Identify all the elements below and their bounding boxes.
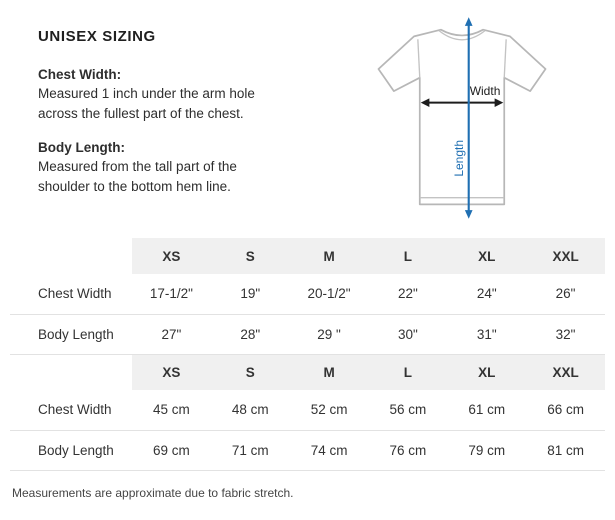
measurement-cell: 29 " bbox=[289, 314, 369, 355]
chest-width-heading: Chest Width: bbox=[38, 67, 122, 82]
tshirt-right-sleeve-seam bbox=[503, 39, 507, 78]
measurement-cell: 61 cm bbox=[447, 390, 527, 431]
measurement-cell: 69 cm bbox=[132, 430, 211, 471]
size-col-header: L bbox=[368, 238, 448, 274]
measurement-cell: 20-1/2" bbox=[289, 274, 369, 315]
table-row-body-length-cm: Body Length 69 cm 71 cm 74 cm 76 cm 79 c… bbox=[10, 430, 605, 471]
measurement-cell: 48 cm bbox=[210, 390, 290, 431]
header-corner-cell bbox=[10, 354, 132, 390]
measurement-cell: 26" bbox=[526, 274, 605, 315]
measurement-cell: 76 cm bbox=[368, 430, 448, 471]
length-label: Length bbox=[451, 140, 465, 177]
measurement-cell: 28" bbox=[210, 314, 290, 355]
measurement-cell: 17-1/2" bbox=[132, 274, 211, 315]
size-col-header: XXL bbox=[526, 238, 605, 274]
measurement-cell: 30" bbox=[368, 314, 448, 355]
size-col-header: L bbox=[368, 354, 448, 390]
tshirt-measurement-diagram: Width Length bbox=[308, 0, 615, 222]
size-header-row-inches: XS S M L XL XXL bbox=[10, 238, 605, 274]
tshirt-collar bbox=[438, 30, 485, 41]
sizing-intro: UNISEX SIZING Chest Width: Measured 1 in… bbox=[0, 0, 308, 222]
header-corner-cell bbox=[10, 238, 132, 274]
size-col-header: S bbox=[210, 238, 290, 274]
measurement-cell: 79 cm bbox=[447, 430, 527, 471]
measurement-cell: 66 cm bbox=[526, 390, 605, 431]
table-row-chest-width-inches: Chest Width 17-1/2" 19" 20-1/2" 22" 24" … bbox=[10, 274, 605, 315]
measurement-cell: 24" bbox=[447, 274, 527, 315]
size-col-header: M bbox=[289, 238, 369, 274]
measurement-cell: 52 cm bbox=[289, 390, 369, 431]
size-col-header: XL bbox=[447, 238, 527, 274]
tshirt-icon: Width Length bbox=[377, 17, 546, 219]
size-table: XS S M L XL XXL Chest Width 17-1/2" 19" … bbox=[10, 238, 605, 471]
tshirt-left-sleeve-seam bbox=[416, 39, 420, 78]
tshirt-outline bbox=[377, 28, 546, 206]
measurement-cell: 27" bbox=[132, 314, 211, 355]
measurement-cell: 45 cm bbox=[132, 390, 211, 431]
row-label: Body Length bbox=[10, 430, 132, 471]
measurement-cell: 19" bbox=[210, 274, 290, 315]
body-length-spec: Body Length: Measured from the tall part… bbox=[38, 140, 308, 196]
width-label: Width bbox=[469, 84, 500, 98]
size-col-header: XS bbox=[132, 238, 211, 274]
width-arrow-right-head bbox=[494, 98, 503, 107]
top-section: UNISEX SIZING Chest Width: Measured 1 in… bbox=[0, 0, 615, 222]
body-length-description: Measured from the tall part of the shoul… bbox=[38, 159, 237, 194]
size-col-header: XS bbox=[132, 354, 211, 390]
measurement-cell: 74 cm bbox=[289, 430, 369, 471]
body-length-heading: Body Length: bbox=[38, 140, 125, 156]
size-header-row-cm: XS S M L XL XXL bbox=[10, 354, 605, 390]
measurement-cell: 56 cm bbox=[368, 390, 448, 431]
width-arrow-left-head bbox=[420, 98, 429, 107]
row-label: Chest Width bbox=[10, 390, 132, 431]
size-col-header: M bbox=[289, 354, 369, 390]
table-row-chest-width-cm: Chest Width 45 cm 48 cm 52 cm 56 cm 61 c… bbox=[10, 390, 605, 431]
measurement-cell: 32" bbox=[526, 314, 605, 355]
length-arrow-top-head bbox=[464, 17, 473, 26]
size-col-header: XL bbox=[447, 354, 527, 390]
length-arrow-bottom-head bbox=[464, 210, 473, 219]
row-label: Body Length bbox=[10, 314, 132, 355]
measurement-cell: 81 cm bbox=[526, 430, 605, 471]
size-col-header: XXL bbox=[526, 354, 605, 390]
measurement-disclaimer: Measurements are approximate due to fabr… bbox=[12, 485, 294, 500]
measurement-cell: 22" bbox=[368, 274, 448, 315]
size-col-header: S bbox=[210, 354, 290, 390]
table-row-body-length-inches: Body Length 27" 28" 29 " 30" 31" 32" bbox=[10, 314, 605, 355]
row-label: Chest Width bbox=[10, 274, 132, 315]
chest-width-description: Measured 1 inch under the arm hole acros… bbox=[38, 86, 255, 121]
page-title: UNISEX SIZING bbox=[38, 28, 156, 45]
chest-width-spec: Chest Width: Measured 1 inch under the a… bbox=[38, 67, 308, 123]
measurement-cell: 31" bbox=[447, 314, 527, 355]
measurement-cell: 71 cm bbox=[210, 430, 290, 471]
